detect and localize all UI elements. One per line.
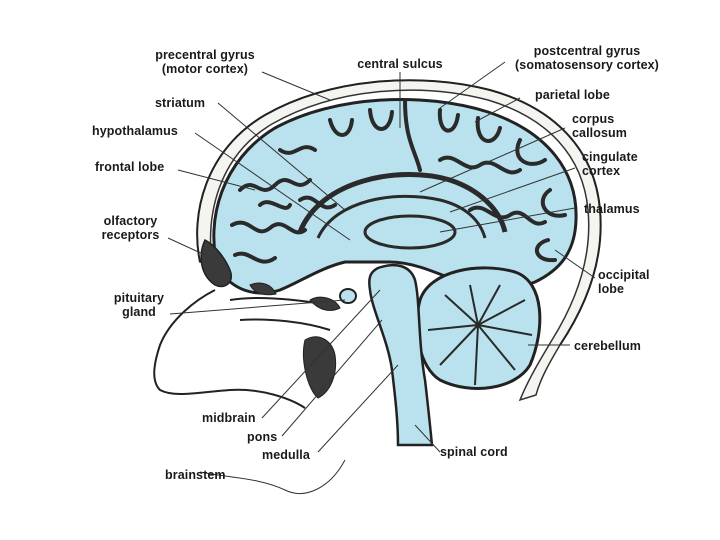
label-thalamus: thalamus — [584, 202, 640, 216]
label-brainstem: brainstem — [165, 468, 226, 482]
label-olfactory-receptors: olfactory receptors — [93, 214, 168, 242]
label-pons: pons — [247, 430, 277, 444]
pituitary-shape — [340, 289, 356, 303]
label-postcentral-gyrus: postcentral gyrus (somatosensory cortex) — [502, 44, 672, 72]
label-parietal-lobe: parietal lobe — [535, 88, 610, 102]
label-central-sulcus: central sulcus — [345, 57, 455, 71]
label-frontal-lobe: frontal lobe — [95, 160, 164, 174]
label-corpus-callosum: corpus callosum — [572, 112, 627, 140]
label-spinal-cord: spinal cord — [440, 445, 508, 459]
label-pituitary-gland: pituitary gland — [108, 291, 170, 319]
label-hypothalamus: hypothalamus — [92, 124, 178, 138]
label-medulla: medulla — [262, 448, 310, 462]
label-precentral-gyrus: precentral gyrus (motor cortex) — [140, 48, 270, 76]
label-cingulate-cortex: cingulate cortex — [582, 150, 638, 178]
label-striatum: striatum — [155, 96, 205, 110]
label-occipital-lobe: occipital lobe — [598, 268, 650, 296]
label-cerebellum: cerebellum — [574, 339, 641, 353]
cerebellum-shape — [417, 268, 540, 389]
label-midbrain: midbrain — [202, 411, 256, 425]
